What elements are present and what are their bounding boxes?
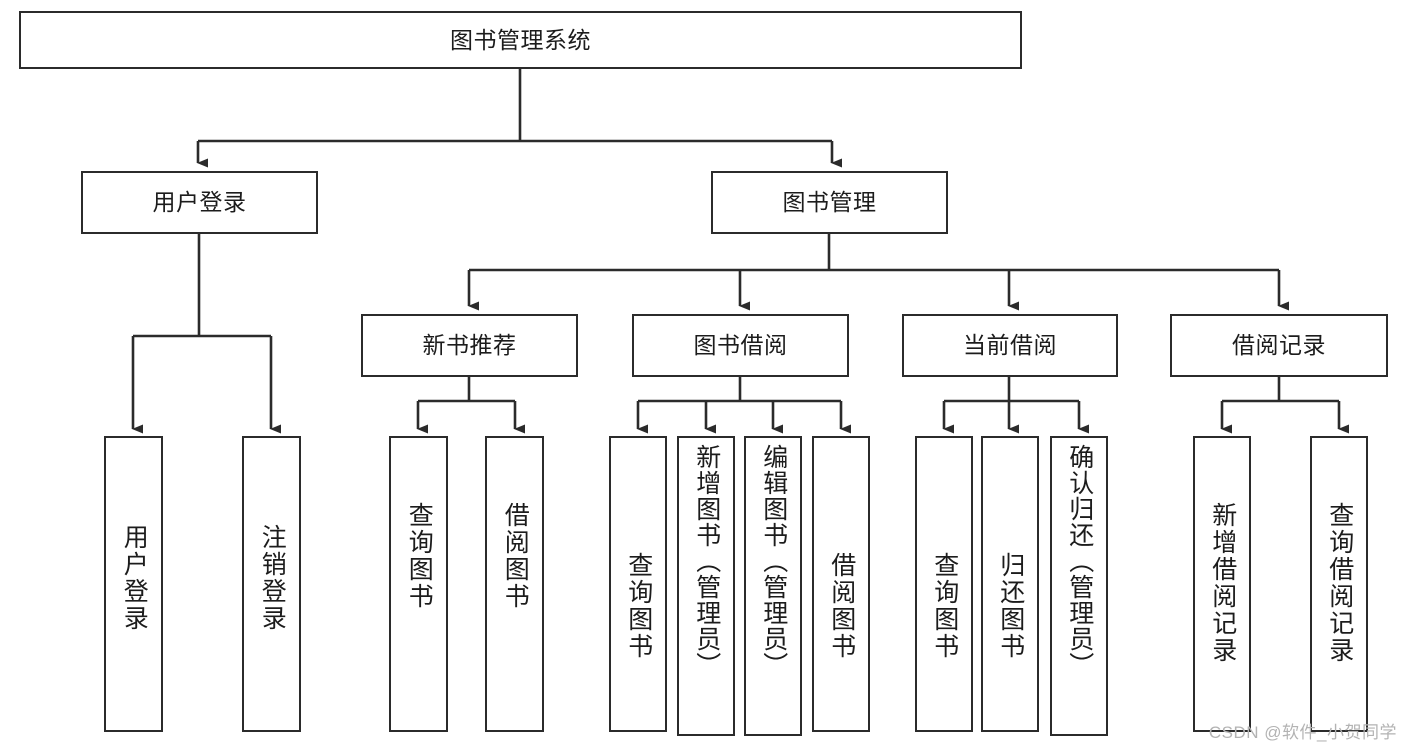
node-leaf-return-book-label: 归还图书 <box>996 552 1025 660</box>
node-leaf-user-login-label: 用户登录 <box>120 524 149 632</box>
node-root-label: 图书管理系统 <box>450 26 591 53</box>
node-new-book-recommend[interactable]: 新书推荐 <box>361 314 578 377</box>
csdn-watermark: CSDN @软件_小贺同学 <box>1208 723 1397 742</box>
node-leaf-query-book-2[interactable]: 查询图书 <box>609 436 667 732</box>
node-leaf-add-borrow-record-label: 新增借阅记录 <box>1208 502 1237 664</box>
node-leaf-borrow-book-1[interactable]: 借阅图书 <box>485 436 544 732</box>
node-borrow-records-label: 借阅记录 <box>1232 332 1326 359</box>
node-leaf-logout-label: 注销登录 <box>258 524 287 632</box>
node-leaf-query-book-3-label: 查询图书 <box>930 552 959 660</box>
node-user-login[interactable]: 用户登录 <box>81 171 318 234</box>
node-leaf-query-book-3[interactable]: 查询图书 <box>915 436 973 732</box>
node-leaf-logout[interactable]: 注销登录 <box>242 436 301 732</box>
node-leaf-borrow-book-2[interactable]: 借阅图书 <box>812 436 870 732</box>
node-leaf-query-book-1[interactable]: 查询图书 <box>389 436 448 732</box>
node-leaf-edit-book-admin[interactable]: 编辑图书（管理员） <box>744 436 802 736</box>
node-new-book-recommend-label: 新书推荐 <box>422 332 517 359</box>
node-leaf-return-book[interactable]: 归还图书 <box>981 436 1039 732</box>
node-leaf-add-book-admin[interactable]: 新增图书（管理员） <box>677 436 735 736</box>
node-leaf-edit-book-admin-label: 编辑图书（管理员） <box>759 444 788 678</box>
node-current-borrow[interactable]: 当前借阅 <box>902 314 1118 377</box>
node-book-borrow-label: 图书借阅 <box>693 332 788 359</box>
node-book-borrow[interactable]: 图书借阅 <box>632 314 849 377</box>
node-leaf-query-book-2-label: 查询图书 <box>624 552 653 660</box>
node-book-management[interactable]: 图书管理 <box>711 171 948 234</box>
node-borrow-records[interactable]: 借阅记录 <box>1170 314 1388 377</box>
node-leaf-user-login[interactable]: 用户登录 <box>104 436 163 732</box>
node-leaf-confirm-return-admin[interactable]: 确认归还（管理员） <box>1050 436 1108 736</box>
node-leaf-query-borrow-record[interactable]: 查询借阅记录 <box>1310 436 1368 732</box>
node-leaf-add-borrow-record[interactable]: 新增借阅记录 <box>1193 436 1251 732</box>
node-leaf-add-book-admin-label: 新增图书（管理员） <box>692 444 721 678</box>
node-book-management-label: 图书管理 <box>782 189 877 216</box>
node-root[interactable]: 图书管理系统 <box>19 11 1022 69</box>
node-user-login-label: 用户登录 <box>152 189 247 216</box>
node-current-borrow-label: 当前借阅 <box>963 332 1057 359</box>
node-leaf-borrow-book-2-label: 借阅图书 <box>827 552 856 660</box>
node-leaf-confirm-return-admin-label: 确认归还（管理员） <box>1065 444 1094 678</box>
node-leaf-borrow-book-1-label: 借阅图书 <box>501 502 530 610</box>
node-leaf-query-book-1-label: 查询图书 <box>405 502 434 610</box>
node-leaf-query-borrow-record-label: 查询借阅记录 <box>1325 502 1354 664</box>
